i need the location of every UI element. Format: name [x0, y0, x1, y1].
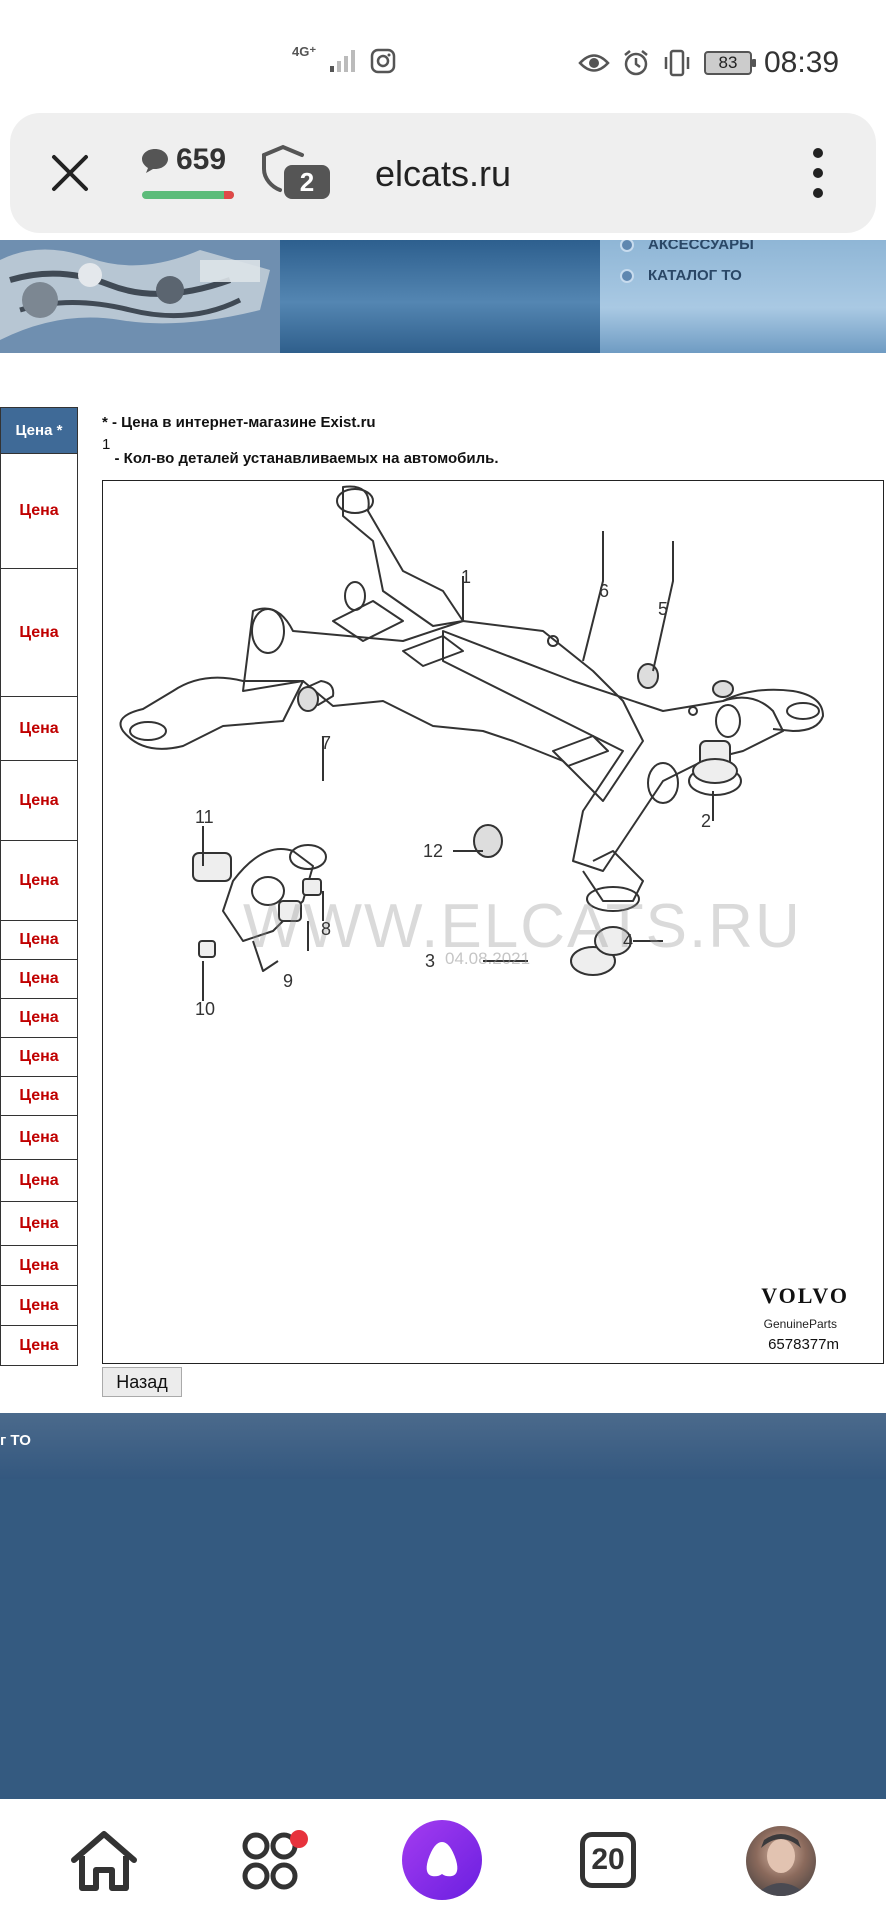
- footer-link[interactable]: г ТО: [0, 1432, 31, 1449]
- site-footer-bar: [0, 1413, 886, 1479]
- address-domain[interactable]: elcats.ru: [375, 153, 512, 194]
- more-menu-icon[interactable]: [812, 147, 824, 199]
- comments-progress-bar: [142, 191, 234, 199]
- price-column: Цена * Цена Цена Цена Цена Цена Цена Цен…: [0, 407, 78, 1366]
- quantity-note: 1 - Кол-во деталей устанавливаемых на ав…: [102, 436, 499, 467]
- back-button[interactable]: Назад: [102, 1367, 182, 1397]
- diagram-watermark: WWW.ELCATS.RU: [243, 892, 802, 961]
- genuine-parts-label: GenuineParts: [763, 1317, 837, 1331]
- home-icon[interactable]: [64, 1826, 144, 1896]
- site-footer: [0, 1479, 886, 1799]
- price-link[interactable]: Цена: [0, 454, 78, 569]
- callout-3[interactable]: 3: [425, 951, 436, 971]
- price-header: Цена *: [0, 407, 78, 454]
- price-link[interactable]: Цена: [0, 1116, 78, 1160]
- price-link[interactable]: Цена: [0, 569, 78, 697]
- alice-assistant-button[interactable]: [402, 1820, 482, 1900]
- nav-bullet-icon: [620, 268, 634, 283]
- clock: 08:39: [764, 46, 840, 79]
- tabs-counter[interactable]: 20: [580, 1832, 636, 1888]
- user-avatar[interactable]: [746, 1826, 816, 1896]
- callout-9[interactable]: 9: [283, 971, 294, 991]
- vibrate-icon: [664, 49, 690, 77]
- status-bar: 4G⁺ 83 08:39: [0, 0, 886, 120]
- chat-bubble-icon: [142, 149, 168, 173]
- close-icon[interactable]: [48, 151, 92, 195]
- callout-12[interactable]: 12: [423, 841, 444, 861]
- callout-11[interactable]: 11: [195, 807, 214, 827]
- alarm-icon: [624, 50, 648, 76]
- callout-5[interactable]: 5: [658, 599, 669, 619]
- shield-icon: [262, 144, 304, 192]
- engine-image: [0, 240, 280, 353]
- parts-diagram[interactable]: WWW.ELCATS.RU 04.08.2021 1 2 3 4 5 6 7 8…: [102, 480, 884, 1364]
- alice-icon: [426, 1842, 458, 1877]
- protect-button[interactable]: 2: [260, 143, 330, 213]
- volvo-logo: VOLVO: [761, 1283, 849, 1308]
- status-left: 4G⁺: [292, 43, 396, 74]
- callout-4[interactable]: 4: [623, 931, 634, 951]
- price-link[interactable]: Цена: [0, 1286, 78, 1326]
- callout-1[interactable]: 1: [461, 567, 472, 587]
- avatar-image: [754, 1834, 808, 1896]
- price-link[interactable]: Цена: [0, 1202, 78, 1246]
- diagram-watermark-date: 04.08.2021: [445, 949, 531, 968]
- diagram-part-number: 6578377m: [768, 1336, 839, 1353]
- price-link[interactable]: Цена: [0, 960, 78, 999]
- comments-counter[interactable]: 659: [140, 143, 226, 177]
- callout-2[interactable]: 2: [701, 811, 712, 831]
- instagram-icon: [370, 48, 396, 74]
- subframe-drawing: [119, 485, 824, 1001]
- callout-10[interactable]: 10: [195, 999, 216, 1019]
- price-note: * - Цена в интернет-магазине Exist.ru: [102, 414, 376, 431]
- price-link[interactable]: Цена: [0, 999, 78, 1038]
- price-link[interactable]: Цена: [0, 841, 78, 921]
- shield-count: 2: [284, 165, 330, 199]
- notification-dot: [290, 1830, 308, 1848]
- nav-item-accessories[interactable]: АКСЕССУАРЫ: [620, 240, 754, 253]
- site-nav: АКСЕССУАРЫ КАТАЛОГ ТО: [600, 240, 886, 353]
- callout-7[interactable]: 7: [321, 733, 332, 753]
- price-link[interactable]: Цена: [0, 1038, 78, 1077]
- price-link[interactable]: Цена: [0, 1077, 78, 1116]
- comments-count: 659: [176, 143, 227, 176]
- battery-indicator: 83: [704, 51, 756, 75]
- eye-icon: [578, 54, 610, 72]
- site-header-banner: АКСЕССУАРЫ КАТАЛОГ ТО: [0, 240, 886, 353]
- network-type: 4G⁺: [292, 43, 317, 59]
- price-link[interactable]: Цена: [0, 1326, 78, 1366]
- price-link[interactable]: Цена: [0, 1246, 78, 1286]
- status-right: 83 08:39: [578, 46, 839, 80]
- nav-bullet-icon: [620, 240, 634, 252]
- price-link[interactable]: Цена: [0, 921, 78, 960]
- signal-icon: [330, 50, 356, 72]
- price-link[interactable]: Цена: [0, 1160, 78, 1202]
- price-link[interactable]: Цена: [0, 697, 78, 761]
- callout-8[interactable]: 8: [321, 919, 332, 939]
- browser-address-bar: 659 2 elcats.ru: [10, 113, 876, 233]
- price-link[interactable]: Цена: [0, 761, 78, 841]
- callout-6[interactable]: 6: [599, 581, 610, 601]
- nav-item-service-catalog[interactable]: КАТАЛОГ ТО: [620, 267, 742, 284]
